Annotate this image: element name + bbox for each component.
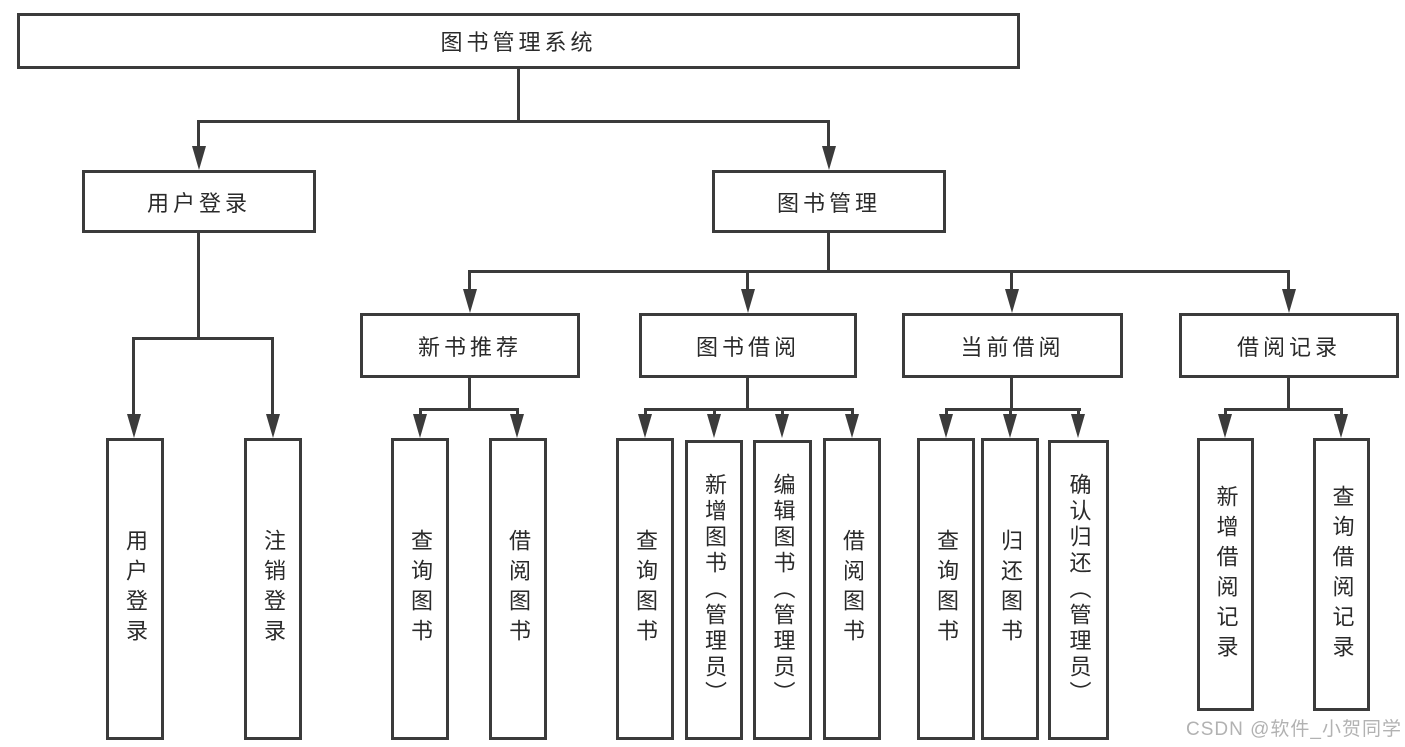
node-label: 新书推荐	[417, 334, 522, 360]
leaf-label: 用户登录	[123, 529, 148, 649]
leaf-query-books-current: 查询图书	[917, 438, 975, 740]
edge-shaft	[746, 270, 749, 292]
arrow-down-icon	[266, 414, 280, 438]
edge-branch	[945, 408, 1081, 411]
leaf-query-borrow-record: 查询借阅记录	[1313, 438, 1370, 711]
node-label: 借阅记录	[1236, 334, 1341, 360]
arrow-down-icon	[510, 414, 524, 438]
arrow-down-icon	[822, 146, 836, 170]
edge-drop	[1287, 376, 1290, 410]
leaf-user-login: 用户登录	[106, 438, 164, 740]
node-label: 图书借阅	[695, 334, 800, 360]
node-label: 图书管理系统	[440, 30, 597, 55]
edge-user-login-branch	[132, 337, 274, 340]
leaf-add-borrow-record: 新增借阅记录	[1197, 438, 1254, 711]
edge-shaft	[132, 337, 135, 416]
edge-shaft	[468, 270, 471, 292]
edge-shaft	[1010, 270, 1013, 292]
leaf-label: 查询借阅记录	[1329, 484, 1355, 665]
leaf-query-books-borrow: 查询图书	[616, 438, 674, 740]
leaf-borrow-books-recommend: 借阅图书	[489, 438, 547, 740]
node-borrowing-records: 借阅记录	[1179, 313, 1399, 378]
leaf-label: 确认归还（管理员）	[1066, 473, 1092, 707]
leaf-label: 借阅图书	[506, 529, 531, 649]
edge-shaft	[851, 408, 854, 418]
arrow-down-icon	[845, 414, 859, 438]
edge-branch	[644, 408, 854, 411]
leaf-label: 编辑图书（管理员）	[770, 473, 796, 707]
arrow-down-icon	[638, 414, 652, 438]
leaf-label: 借阅图书	[840, 529, 865, 649]
leaf-label: 注销登录	[261, 529, 286, 649]
arrow-down-icon	[463, 289, 477, 313]
leaf-label: 新增图书（管理员）	[702, 473, 727, 707]
edge-shaft	[945, 408, 948, 418]
edge-shaft	[781, 408, 784, 418]
leaf-label: 查询图书	[408, 529, 433, 649]
edge-shaft	[271, 337, 274, 416]
arrow-down-icon	[1005, 289, 1019, 313]
edge-level2-branch	[197, 120, 830, 123]
edge-drop	[468, 376, 471, 410]
arrow-down-icon	[1282, 289, 1296, 313]
edge-drop	[1010, 376, 1013, 410]
node-new-book-recommend: 新书推荐	[360, 313, 580, 378]
edge-drop	[746, 376, 749, 410]
edge-book-mgmt-shaft	[827, 120, 830, 150]
leaf-label: 查询图书	[633, 529, 658, 649]
leaf-label: 查询图书	[934, 529, 959, 649]
arrow-down-icon	[1071, 414, 1085, 438]
edge-branch	[419, 408, 519, 411]
arrow-down-icon	[127, 414, 141, 438]
edge-shaft	[713, 408, 716, 418]
leaf-confirm-return-admin: 确认归还（管理员）	[1048, 440, 1109, 740]
csdn-watermark: CSDN @软件_小贺同学	[1186, 719, 1402, 740]
leaf-borrow-books: 借阅图书	[823, 438, 881, 740]
node-user-login: 用户登录	[82, 170, 316, 233]
leaf-label: 新增借阅记录	[1213, 484, 1239, 665]
edge-root-drop	[517, 67, 520, 122]
leaf-edit-books-admin: 编辑图书（管理员）	[753, 440, 812, 740]
edge-user-login-drop	[197, 231, 200, 339]
arrow-down-icon	[939, 414, 953, 438]
edge-shaft	[1077, 408, 1080, 418]
leaf-add-books-admin: 新增图书（管理员）	[685, 440, 743, 740]
edge-shaft	[1287, 270, 1290, 292]
arrow-down-icon	[707, 414, 721, 438]
edge-shaft	[1224, 408, 1227, 418]
arrow-down-icon	[1003, 414, 1017, 438]
node-book-management: 图书管理	[712, 170, 946, 233]
node-book-borrowing: 图书借阅	[639, 313, 857, 378]
arrow-down-icon	[1334, 414, 1348, 438]
node-label: 图书管理	[776, 190, 881, 216]
arrow-down-icon	[741, 289, 755, 313]
leaf-label: 归还图书	[998, 529, 1023, 649]
node-label: 当前借阅	[960, 334, 1065, 360]
edge-shaft	[516, 408, 519, 418]
edge-shaft	[644, 408, 647, 418]
leaf-logout: 注销登录	[244, 438, 302, 740]
edge-user-login-shaft	[197, 120, 200, 150]
arrow-down-icon	[192, 146, 206, 170]
edge-book-mgmt-drop	[827, 231, 830, 272]
arrow-down-icon	[1218, 414, 1232, 438]
edge-shaft	[1340, 408, 1343, 418]
node-library-system: 图书管理系统	[17, 13, 1020, 69]
edge-shaft	[1009, 408, 1012, 418]
arrow-down-icon	[413, 414, 427, 438]
leaf-query-books-recommend: 查询图书	[391, 438, 449, 740]
leaf-return-books: 归还图书	[981, 438, 1039, 740]
node-current-borrowing: 当前借阅	[902, 313, 1123, 378]
edge-level3-branch	[468, 270, 1290, 273]
edge-branch	[1224, 408, 1343, 411]
node-label: 用户登录	[146, 190, 251, 216]
edge-shaft	[419, 408, 422, 418]
arrow-down-icon	[775, 414, 789, 438]
